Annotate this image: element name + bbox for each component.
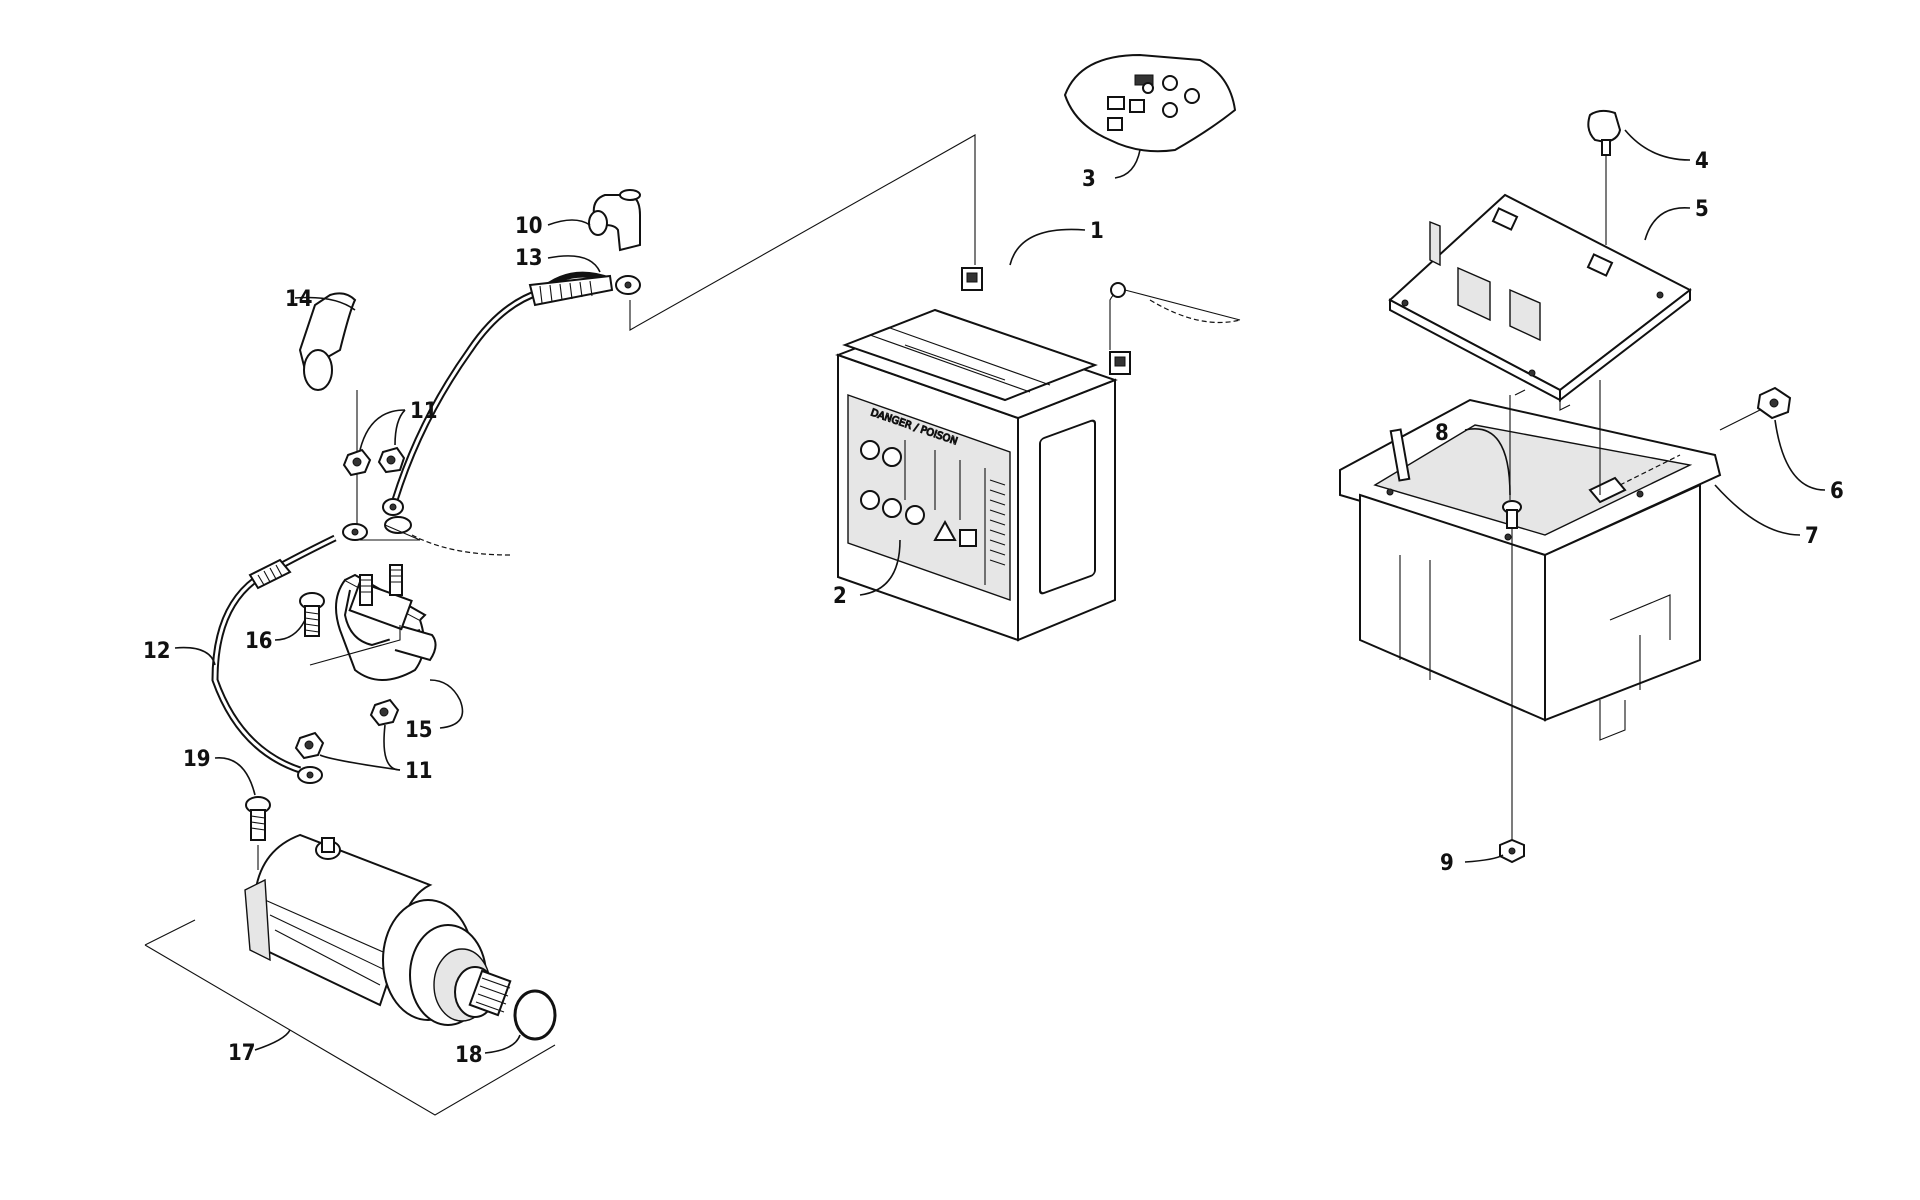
- terminal-boot-14: [298, 292, 357, 391]
- nut-11-lower: [294, 698, 400, 760]
- callout-14: 14: [285, 287, 313, 312]
- starter-cable: [211, 523, 368, 784]
- callout-3: 3: [1082, 167, 1096, 192]
- starter-motor: [244, 833, 512, 1026]
- callout-17: 17: [228, 1041, 256, 1066]
- callout-7: 7: [1805, 524, 1819, 549]
- battery: DANGER / POISON: [835, 267, 1241, 642]
- o-ring: [513, 989, 557, 1041]
- callout-1: 1: [1090, 219, 1104, 244]
- callout-13: 13: [515, 246, 543, 271]
- callout-6: 6: [1830, 479, 1844, 504]
- battery-box: [1339, 380, 1722, 741]
- callout-9: 9: [1440, 851, 1454, 876]
- callout-4: 4: [1695, 149, 1709, 174]
- callout-5: 5: [1695, 197, 1709, 222]
- callout-19: 19: [183, 747, 211, 772]
- callout-16: 16: [245, 629, 273, 654]
- terminal-hardware-kit: [1063, 53, 1237, 153]
- callout-8: 8: [1435, 421, 1449, 446]
- callout-2: 2: [833, 584, 847, 609]
- bolt-16: [299, 592, 325, 637]
- callout-12: 12: [143, 639, 171, 664]
- bolt-19: [245, 796, 271, 870]
- callout-15: 15: [405, 718, 433, 743]
- clip-nut: [1756, 386, 1792, 420]
- terminal-boot-10: [588, 189, 641, 252]
- callout-11-lower: 11: [405, 759, 433, 784]
- callout-11-upper: 11: [410, 399, 438, 424]
- hold-down-plate: [1388, 193, 1692, 411]
- positive-cable: [382, 271, 641, 516]
- nut-11-upper: [342, 446, 406, 477]
- hold-down-knob: [1587, 109, 1622, 245]
- callout-18: 18: [455, 1043, 483, 1068]
- callout-10: 10: [515, 214, 543, 239]
- starter-solenoid: [309, 516, 511, 681]
- nut-9: [1499, 838, 1525, 864]
